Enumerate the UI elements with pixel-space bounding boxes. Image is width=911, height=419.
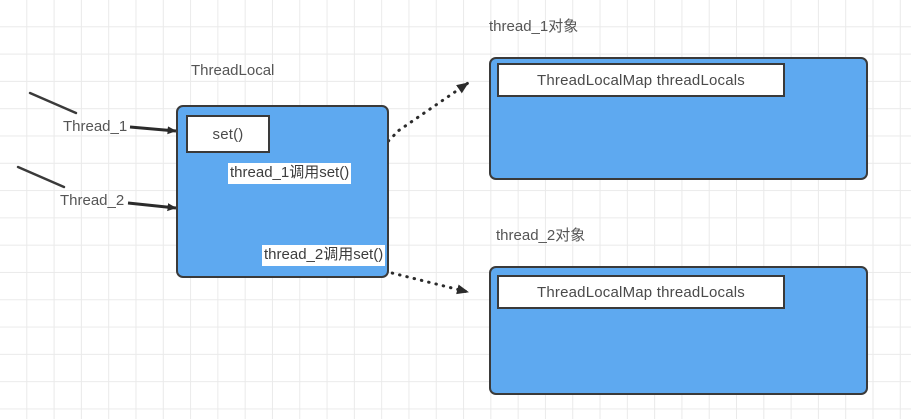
thread1-label: Thread_1 bbox=[63, 118, 128, 135]
thread1-object-box[interactable] bbox=[489, 57, 868, 180]
thread2-to-threadlocal-arrow bbox=[127, 201, 177, 212]
thread1-object-title: thread_1对象 bbox=[489, 18, 579, 35]
edge-label-thread1-calls-set: thread_1调用set() bbox=[228, 163, 352, 184]
thread2-leader-line bbox=[16, 165, 66, 189]
set-method-box[interactable]: set() bbox=[186, 115, 270, 153]
thread1-to-threadlocal-arrow bbox=[129, 125, 177, 135]
thread2-label: Thread_2 bbox=[60, 192, 125, 209]
edge-label-thread2-calls-set: thread_2调用set() bbox=[262, 245, 386, 266]
thread1-threadlocalmap-field[interactable]: ThreadLocalMap threadLocals bbox=[497, 63, 785, 97]
thread2-threadlocalmap-field[interactable]: ThreadLocalMap threadLocals bbox=[497, 275, 785, 309]
thread2-object-title: thread_2对象 bbox=[496, 227, 586, 244]
thread1-leader-line bbox=[28, 91, 78, 115]
threadlocal-title: ThreadLocal bbox=[191, 62, 275, 79]
